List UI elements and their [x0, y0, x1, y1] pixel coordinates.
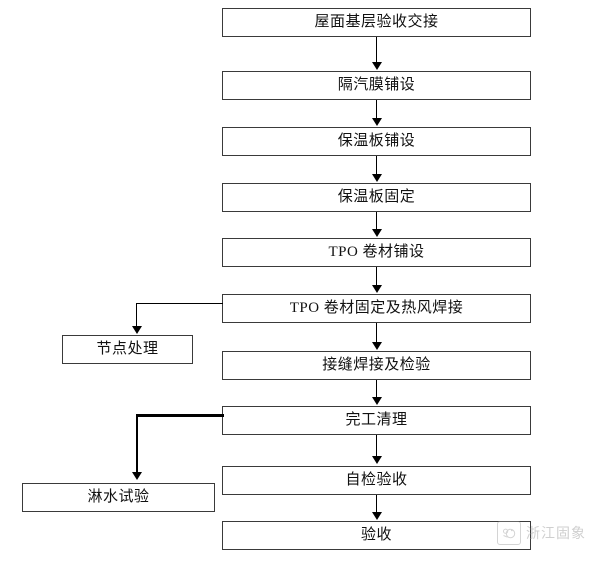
connector-n6-n7 — [376, 323, 377, 344]
arrow-n9-n10-icon — [372, 512, 382, 520]
flow-node-label: 完工清理 — [345, 412, 408, 428]
flow-node-vapour-barrier-laying[interactable]: 隔汽膜铺设 — [222, 71, 532, 101]
arrow-n8-b2-icon — [132, 472, 142, 480]
arrow-n5-n6-icon — [372, 285, 382, 293]
connector-n4-n5 — [376, 212, 377, 231]
connector-n7-n8 — [376, 380, 377, 399]
arrow-n6-b1-icon — [132, 326, 142, 334]
flow-node-label: 保温板铺设 — [337, 133, 416, 149]
flow-node-seam-welding-inspection[interactable]: 接缝焊接及检验 — [222, 351, 532, 381]
flow-node-label: 保温板固定 — [337, 189, 416, 205]
flow-node-insulation-board-laying[interactable]: 保温板铺设 — [222, 127, 532, 157]
flow-node-label: 屋面基层验收交接 — [314, 14, 439, 30]
arrow-n4-n5-icon — [372, 229, 382, 237]
connector-n5-n6 — [376, 267, 377, 287]
flow-node-label: 淋水试验 — [87, 489, 150, 505]
flow-node-label: TPO 卷材固定及热风焊接 — [289, 300, 464, 316]
connector-n1-n2 — [376, 37, 377, 64]
connector-n8-b2-horizontal — [136, 414, 224, 417]
arrow-n7-n8-icon — [372, 397, 382, 405]
flow-node-label: 自检验收 — [345, 472, 408, 488]
connector-n8-b2-vertical — [136, 414, 138, 476]
arrow-n3-n4-icon — [372, 174, 382, 182]
flow-node-label: 节点处理 — [96, 341, 159, 357]
flow-node-water-spray-test[interactable]: 淋水试验 — [22, 483, 216, 513]
connector-n8-n9 — [376, 435, 377, 459]
flow-node-label: 接缝焊接及检验 — [322, 357, 431, 373]
flow-node-label: 验收 — [360, 527, 392, 543]
flow-node-label: TPO 卷材铺设 — [328, 244, 425, 260]
flow-node-roof-base-acceptance[interactable]: 屋面基层验收交接 — [222, 8, 532, 38]
flow-node-self-inspection[interactable]: 自检验收 — [222, 466, 532, 496]
connector-n2-n3 — [376, 100, 377, 120]
flow-node-tpo-membrane-laying[interactable]: TPO 卷材铺设 — [222, 238, 532, 268]
flow-node-final-acceptance[interactable]: 验收 — [222, 521, 532, 551]
arrow-n2-n3-icon — [372, 118, 382, 126]
arrow-n1-n2-icon — [372, 62, 382, 70]
watermark-text: 浙江固象 — [526, 527, 586, 542]
flow-node-insulation-board-fixing[interactable]: 保温板固定 — [222, 183, 532, 213]
connector-n6-b1-horizontal — [136, 303, 223, 304]
flow-node-completion-cleanup[interactable]: 完工清理 — [222, 406, 532, 436]
connector-n6-b1-vertical — [136, 303, 137, 329]
flow-node-tpo-fixing-hot-air-welding[interactable]: TPO 卷材固定及热风焊接 — [222, 294, 532, 324]
arrow-n8-n9-icon — [372, 456, 382, 464]
connector-n3-n4 — [376, 156, 377, 176]
arrow-n6-n7-icon — [372, 342, 382, 350]
connector-n9-n10 — [376, 495, 377, 515]
flow-node-label: 隔汽膜铺设 — [337, 77, 416, 93]
flow-node-detail-treatment[interactable]: 节点处理 — [62, 335, 194, 365]
